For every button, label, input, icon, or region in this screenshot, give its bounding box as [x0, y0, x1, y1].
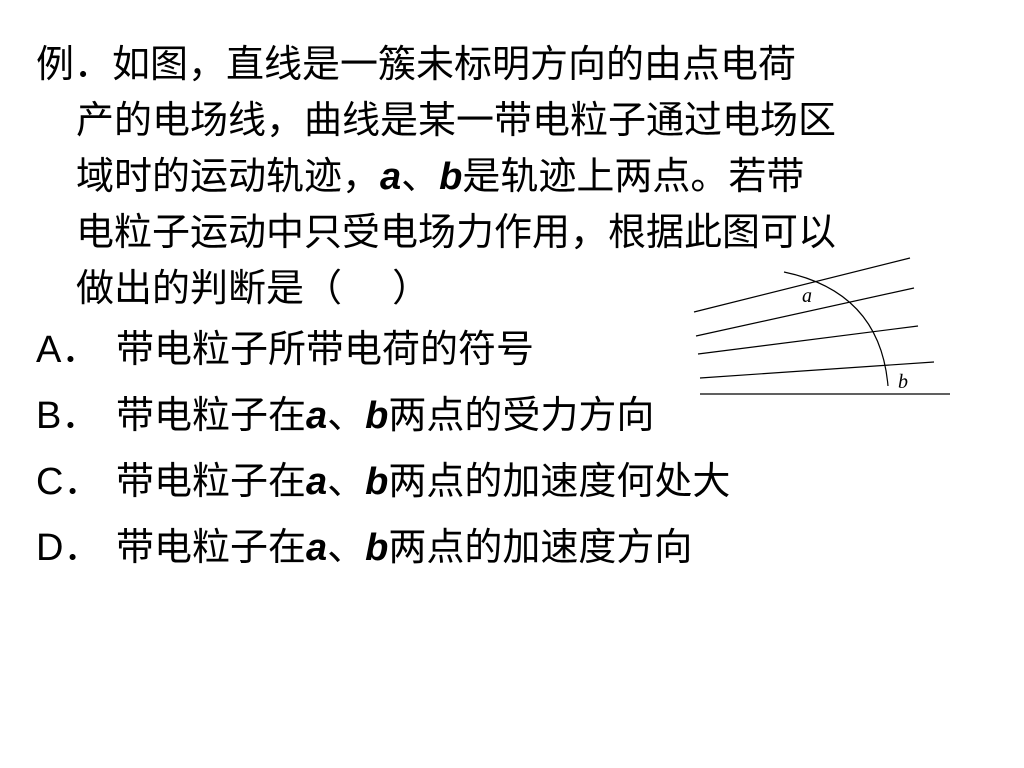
separator: 、 [327, 525, 366, 569]
option-a[interactable]: A． 带电粒子所带电荷的符号 [36, 316, 936, 382]
point-a-label: a [380, 156, 402, 198]
question-line-3-post: 是轨迹上两点。若带 [462, 154, 805, 198]
option-c[interactable]: C． 带电粒子在a、b两点的加速度何处大 [36, 448, 936, 514]
question-text: 例．如图，直线是一簇未标明方向的由点电荷 产的电场线，曲线是某一带电粒子通过电场… [36, 36, 996, 316]
trajectory-curve [783, 271, 889, 387]
point-a-label: a [306, 461, 328, 503]
option-letter: D． [36, 527, 102, 569]
question-line-3: 域时的运动轨迹，a、b是轨迹上两点。若带 [36, 148, 996, 204]
point-b-label: b [365, 461, 389, 503]
field-line-4 [699, 361, 935, 379]
electric-field-figure: a b [693, 257, 950, 395]
option-text: 带电粒子所带电荷的符号 [116, 327, 535, 371]
point-b-label: b [365, 527, 389, 569]
option-text-post: 两点的加速度何处大 [388, 459, 731, 503]
question-line-3-pre: 域时的运动轨迹， [76, 154, 381, 198]
question-line-1: 例．如图，直线是一簇未标明方向的由点电荷 [36, 42, 797, 86]
option-text-post: 两点的受力方向 [388, 393, 655, 437]
field-line-1 [693, 257, 911, 313]
point-a-label: a [306, 395, 328, 437]
separator: 、 [401, 154, 440, 198]
option-b[interactable]: B． 带电粒子在a、b两点的受力方向 [36, 382, 936, 448]
separator: 、 [327, 459, 366, 503]
answer-options: A．带电粒子所带电荷的符号 B．带电粒子在a、b两点的受力方向 C．带电粒子在a… [36, 316, 936, 580]
figure-label-a: a [802, 285, 812, 307]
point-b-label: b [439, 156, 463, 198]
question-line-2: 产的电场线，曲线是某一带电粒子通过电场区 [76, 98, 837, 142]
option-text-pre: 带电粒子在 [116, 393, 307, 437]
option-letter: C． [36, 461, 102, 503]
option-letter: A． [36, 329, 100, 371]
figure-label-b: b [898, 371, 908, 393]
option-text-pre: 带电粒子在 [116, 525, 307, 569]
option-d[interactable]: D． 带电粒子在a、b两点的加速度方向 [36, 514, 936, 580]
separator: 、 [327, 393, 366, 437]
question-line-4: 电粒子运动中只受电场力作用，根据此图可以 [76, 210, 837, 254]
option-letter: B． [36, 395, 100, 437]
point-b-label: b [365, 395, 389, 437]
option-text-post: 两点的加速度方向 [388, 525, 693, 569]
option-text-pre: 带电粒子在 [116, 459, 307, 503]
question-line-5: 做出的判断是（ ） [76, 266, 431, 310]
point-a-label: a [306, 527, 328, 569]
field-line-2 [695, 287, 915, 337]
field-line-3 [697, 325, 919, 355]
